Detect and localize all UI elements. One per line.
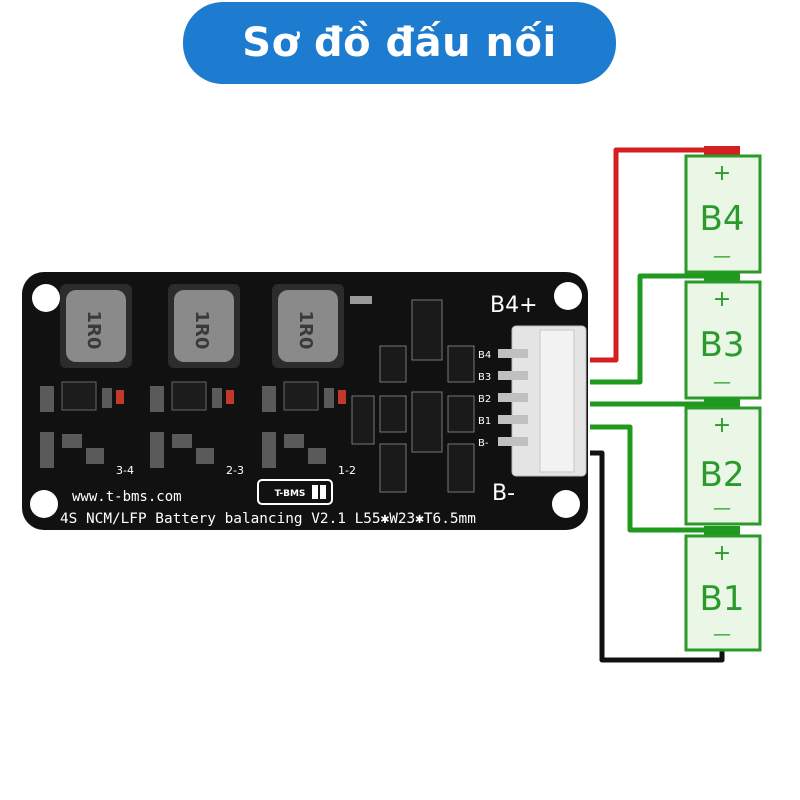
terminal-b4-plus-label: B4+ [490, 293, 538, 318]
battery-minus-label: — [713, 246, 731, 267]
mount-hole-icon [30, 490, 58, 518]
wire-b1 [590, 424, 722, 533]
section-label: 1-2 [338, 464, 356, 477]
battery-label: B1 [700, 579, 745, 619]
battery-plus-label: + [713, 413, 731, 438]
inductor-label: 1R0 [295, 311, 316, 350]
mount-hole-icon [32, 284, 60, 312]
terminal-b-minus-label: B- [492, 481, 515, 506]
battery-plus-label: + [713, 161, 731, 186]
wires [590, 147, 725, 663]
pin-label-b3: B3 [478, 372, 491, 383]
pin-label-b1: B1 [478, 416, 491, 427]
inductor-2: 1R0 [168, 284, 240, 368]
smd-components [40, 381, 346, 468]
battery-label: B2 [700, 455, 745, 495]
inductor-label: 1R0 [83, 311, 104, 350]
logo-text: T-BMS [275, 489, 306, 499]
battery-minus-label: — [713, 372, 731, 393]
battery-b4: + B4 — [684, 146, 762, 274]
section-label: 3-4 [116, 464, 134, 477]
battery-minus-label: — [713, 624, 731, 645]
t-bms-logo: T-BMS [257, 479, 333, 505]
wire-b3 [590, 273, 722, 385]
battery-label: B3 [700, 325, 745, 365]
battery-b3: + B3 — [684, 272, 762, 400]
pin-label-b4: B4 [478, 350, 491, 361]
mount-hole-icon [552, 490, 580, 518]
inductor-1: 1R0 [60, 284, 132, 368]
inductor-3: 1R0 [272, 284, 344, 368]
pcb-board: 1R0 1R0 1R0 [22, 272, 588, 530]
battery-b1: + B1 — [684, 526, 762, 652]
battery-minus-label: — [713, 498, 731, 519]
jst-connector [498, 325, 587, 477]
mount-hole-icon [554, 282, 582, 310]
pin-label-bneg: B- [478, 438, 489, 449]
mosfet-array [350, 296, 475, 493]
board-description: 4S NCM/LFP Battery balancing V2.1 L55✱W2… [60, 511, 476, 527]
battery-label: B4 [700, 199, 745, 239]
pin-label-b2: B2 [478, 394, 491, 405]
wire-b-negative [590, 450, 725, 663]
title-banner: Sơ đồ đấu nối [183, 2, 616, 84]
inductor-label: 1R0 [191, 311, 212, 350]
section-label: 2-3 [226, 464, 244, 477]
wire-b4-positive [590, 147, 722, 363]
battery-b2: + B2 — [684, 398, 762, 526]
website-text: www.t-bms.com [72, 489, 182, 505]
battery-plus-label: + [713, 287, 731, 312]
page-title: Sơ đồ đấu nối [242, 20, 557, 66]
battery-plus-label: + [713, 541, 731, 566]
